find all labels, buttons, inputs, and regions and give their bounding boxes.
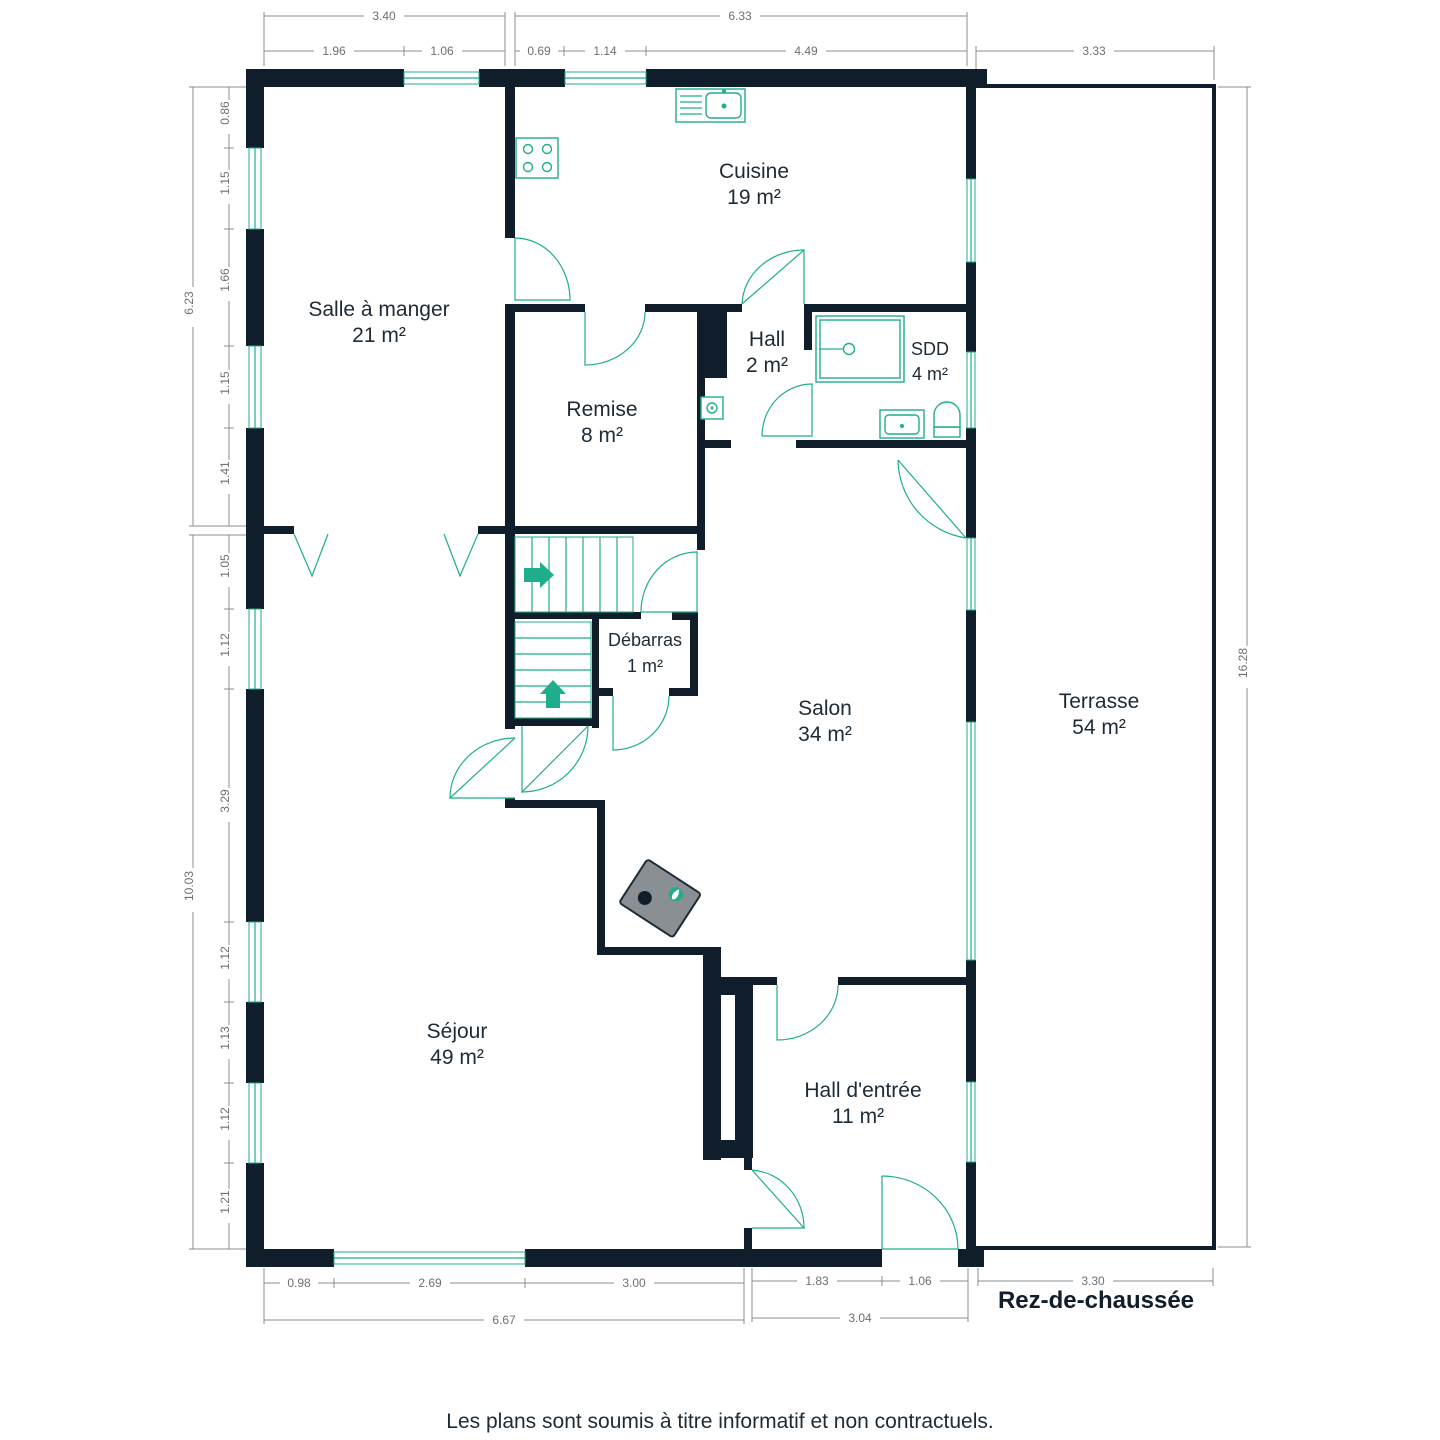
- dim-label: 1.06: [430, 44, 454, 58]
- stair-arrow-up-icon: [540, 680, 566, 708]
- room-sdd-name: SDD: [911, 339, 949, 359]
- fixtures: [514, 88, 961, 938]
- dim-label: 4.49: [794, 44, 818, 58]
- dim-label: 6.33: [728, 9, 752, 23]
- room-cuisine-area: 19 m²: [727, 186, 781, 209]
- dim-label: 1.06: [908, 1274, 932, 1288]
- shower-icon: [815, 315, 905, 383]
- dim-label: 1.12: [218, 946, 232, 970]
- room-salle-name: Salle à manger: [308, 298, 449, 321]
- dim-label: 3.33: [1082, 44, 1106, 58]
- dim-label: 1.05: [218, 554, 232, 578]
- dim-label: 10.03: [182, 871, 196, 901]
- room-sdd-area: 4 m²: [912, 364, 948, 384]
- room-remise-area: 8 m²: [581, 424, 623, 447]
- dim-label: 3.00: [622, 1276, 646, 1290]
- kitchen-sink-icon: [675, 88, 746, 123]
- dim-label: 1.21: [218, 1190, 232, 1214]
- dim-label: 1.66: [218, 268, 232, 292]
- terrasse-outline: [976, 84, 1216, 1250]
- dim-label: 1.83: [805, 1274, 829, 1288]
- room-salon-area: 34 m²: [798, 723, 852, 746]
- room-debarras-name: Débarras: [608, 630, 682, 650]
- dim-label: 16.28: [1236, 648, 1250, 678]
- room-hall-entree-area: 11 m²: [832, 1105, 884, 1128]
- windows: [248, 71, 976, 1265]
- washbasin-icon: [879, 409, 925, 439]
- room-sejour-name: Séjour: [427, 1020, 488, 1043]
- floor-label: Rez-de-chaussée: [998, 1287, 1194, 1314]
- doors: [293, 237, 967, 1250]
- dim-label: 0.69: [527, 44, 551, 58]
- wood-stove-icon: [619, 859, 701, 938]
- cooktop-icon: [515, 137, 559, 179]
- dim-label: 1.15: [218, 371, 232, 395]
- room-hall-area: 2 m²: [746, 354, 788, 377]
- room-terrasse-name: Terrasse: [1059, 690, 1140, 713]
- dim-label: 6.23: [182, 291, 196, 315]
- dim-label: 1.12: [218, 633, 232, 657]
- dim-label: 1.15: [218, 171, 232, 195]
- room-terrasse-area: 54 m²: [1072, 716, 1126, 739]
- floor-plan: 3.40 6.33 1.96 1.06 0.69 1.14 4.49 3.33 …: [182, 8, 1256, 1328]
- dim-label: 1.41: [218, 461, 232, 485]
- dim-label: 3.29: [218, 789, 232, 813]
- dim-label: 0.98: [287, 1276, 311, 1290]
- toilet-icon: [933, 401, 961, 438]
- room-salle-area: 21 m²: [352, 324, 406, 347]
- dim-label: 1.96: [322, 44, 346, 58]
- stair-arrow-right-icon: [524, 562, 554, 588]
- dim-label: 0.86: [218, 101, 232, 125]
- dim-label: 6.67: [492, 1313, 516, 1327]
- dim-label: 2.69: [418, 1276, 442, 1290]
- hall-sink-icon: [700, 396, 724, 420]
- disclaimer: Les plans sont soumis à titre informatif…: [446, 1410, 994, 1433]
- room-cuisine-name: Cuisine: [719, 160, 789, 183]
- room-remise-name: Remise: [566, 398, 637, 421]
- dim-label: 1.13: [218, 1026, 232, 1050]
- dim-label: 1.14: [593, 44, 617, 58]
- dim-label: 3.04: [848, 1311, 872, 1325]
- walls: [246, 69, 987, 1267]
- dim-label: 1.12: [218, 1107, 232, 1131]
- room-hall-name: Hall: [749, 328, 785, 351]
- room-debarras-area: 1 m²: [627, 656, 663, 676]
- room-hall-entree-name: Hall d'entrée: [804, 1079, 921, 1102]
- room-sejour-area: 49 m²: [430, 1046, 484, 1069]
- dim-label: 3.40: [372, 9, 396, 23]
- dim-label: 3.30: [1081, 1274, 1105, 1288]
- room-salon-name: Salon: [798, 697, 852, 720]
- room-labels: Salle à manger 21 m² Cuisine 19 m² Hall …: [308, 160, 1139, 1128]
- dimension-labels: 3.40 6.33 1.96 1.06 0.69 1.14 4.49 3.33 …: [182, 8, 1256, 1328]
